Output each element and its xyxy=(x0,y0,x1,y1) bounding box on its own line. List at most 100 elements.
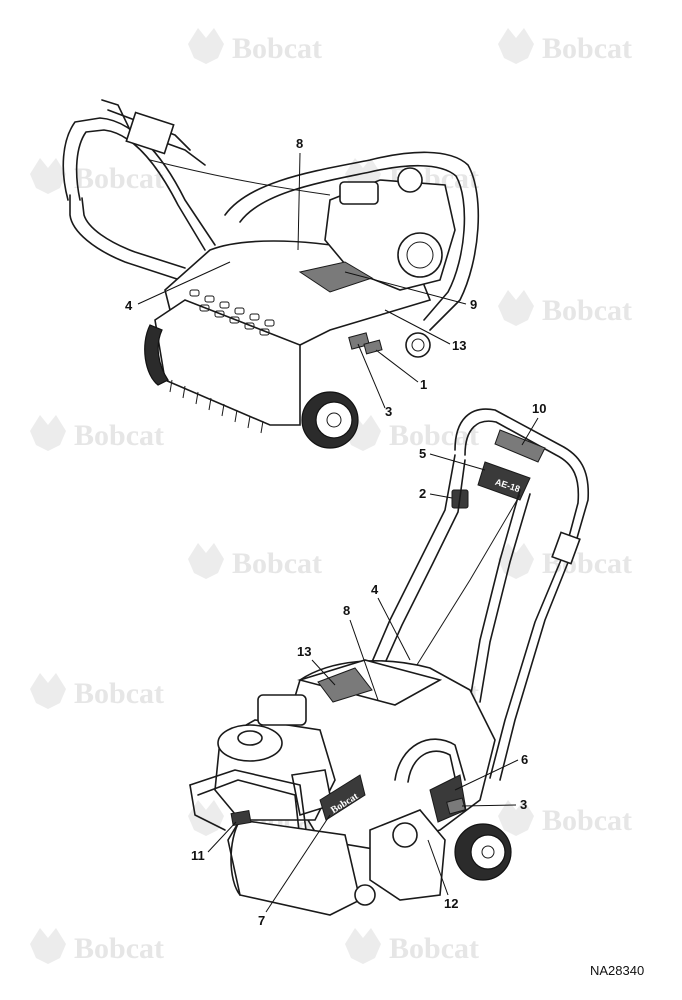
watermark-7: Bobcat xyxy=(345,415,479,452)
bottom-handle-top xyxy=(454,408,590,546)
bobcat-logo-icon xyxy=(188,543,224,579)
callout-10-bottom: 10 xyxy=(521,401,546,446)
top-throttle-cable xyxy=(149,159,331,196)
bobcat-logo-icon xyxy=(30,158,66,194)
svg-text:6: 6 xyxy=(521,752,528,767)
bottom-handle-tube-right-2 xyxy=(489,547,567,779)
top-air-filter xyxy=(339,181,379,205)
bottom-top-deck xyxy=(297,659,443,706)
svg-text:9: 9 xyxy=(470,297,477,312)
top-right-hub xyxy=(405,332,431,358)
callout-5-bottom: 5 xyxy=(419,446,486,471)
watermark-text: Bobcat xyxy=(232,32,322,65)
watermark-text: Bobcat xyxy=(389,932,479,965)
bottom-air-cleaner xyxy=(257,694,307,726)
bottom-decal-3 xyxy=(446,797,466,815)
callout-3-bottom: 3 xyxy=(461,797,527,812)
bobcat-logo-icon xyxy=(498,800,534,836)
bottom-handle-plate xyxy=(477,461,531,501)
top-drum xyxy=(144,324,169,386)
watermark-layer: Bobcat Bobcat Bobcat Bobcat Bobcat Bobca… xyxy=(30,28,632,965)
top-handle-bar-inner xyxy=(75,129,206,251)
bottom-housing-arch xyxy=(394,738,466,781)
bottom-decal-11 xyxy=(230,809,252,827)
bobcat-logo-icon xyxy=(30,673,66,709)
bottom-handle-top-inner xyxy=(464,420,580,549)
watermark-text: Bobcat xyxy=(74,677,164,710)
top-control-lever-2 xyxy=(107,109,191,151)
callout-3-top: 3 xyxy=(357,343,392,419)
top-engine-fuel-cap xyxy=(397,167,423,193)
callout-9-top: 9 xyxy=(344,271,477,312)
bottom-handle-bracket xyxy=(551,531,581,565)
bobcat-logo-icon xyxy=(498,543,534,579)
svg-text:3: 3 xyxy=(520,797,527,812)
svg-text:3: 3 xyxy=(385,404,392,419)
top-handle-lower xyxy=(69,194,181,281)
svg-text:11: 11 xyxy=(191,848,205,863)
watermark-text: Bobcat xyxy=(389,419,479,452)
bottom-housing-arch-2 xyxy=(407,750,457,783)
bottom-front-bumper-2 xyxy=(197,779,303,859)
svg-text:4: 4 xyxy=(371,582,379,597)
top-decal-9 xyxy=(298,261,374,293)
bottom-housing-logo xyxy=(319,774,366,821)
watermark-5: Bobcat xyxy=(498,290,632,327)
svg-text:1: 1 xyxy=(420,377,427,392)
svg-text:5: 5 xyxy=(419,446,426,461)
bobcat-logo-icon xyxy=(345,928,381,964)
watermark-14: Bobcat xyxy=(30,928,164,965)
watermark-13: Bobcat xyxy=(498,800,632,837)
top-wheel xyxy=(301,391,359,449)
bobcat-logo-icon xyxy=(188,28,224,64)
bottom-handle-tube-right xyxy=(499,544,576,781)
bottom-handle-mid xyxy=(469,489,521,701)
svg-text:10: 10 xyxy=(532,401,546,416)
bottom-handle-mid-2 xyxy=(479,493,531,703)
svg-text:8: 8 xyxy=(296,136,303,151)
bottom-handle-tube-left-2 xyxy=(371,459,466,693)
bottom-front-bumper-3 xyxy=(189,784,226,831)
watermark-2: Bobcat xyxy=(498,28,632,65)
callout-2-bottom: 2 xyxy=(419,486,453,501)
bobcat-logo-icon xyxy=(188,800,224,836)
svg-text:2: 2 xyxy=(419,486,426,501)
callout-13-bottom: 13 xyxy=(297,644,336,686)
watermark-1: Bobcat xyxy=(188,28,322,65)
top-handle-bar xyxy=(62,117,216,246)
top-decal-1 xyxy=(363,339,383,355)
bottom-view-machine: AE-18 Bobcat xyxy=(189,408,590,916)
watermark-3: Bobcat xyxy=(30,158,164,195)
callout-6-bottom: 6 xyxy=(454,752,528,791)
callout-4-bottom: 4 xyxy=(371,582,411,661)
watermark-6: Bobcat xyxy=(30,415,164,452)
watermark-text: Bobcat xyxy=(74,162,164,195)
svg-text:13: 13 xyxy=(297,644,311,659)
bobcat-logo-icon xyxy=(498,28,534,64)
watermark-text: Bobcat xyxy=(74,419,164,452)
top-engine-recoil xyxy=(397,232,443,278)
watermark-text: Bobcat xyxy=(232,547,322,580)
bottom-fuel-cap xyxy=(237,730,263,746)
watermark-text: Bobcat xyxy=(542,32,632,65)
callout-8-bottom: 8 xyxy=(343,603,379,701)
bobcat-logo-icon xyxy=(30,415,66,451)
bottom-wheel xyxy=(454,823,512,881)
watermark-15: Bobcat xyxy=(345,928,479,965)
top-engine-recoil-inner xyxy=(406,241,434,269)
callout-4-top: 4 xyxy=(125,261,231,313)
bottom-tine-drum xyxy=(227,819,361,916)
top-vent-holes xyxy=(189,289,275,336)
top-lever-box xyxy=(125,111,175,155)
bottom-side-plate xyxy=(369,809,446,901)
top-tines xyxy=(169,379,264,434)
top-view-machine xyxy=(62,99,480,449)
bottom-callouts: 10 5 2 4 8 13 6 3 xyxy=(191,401,546,928)
bottom-side-knob xyxy=(392,822,418,848)
bobcat-logo-icon xyxy=(498,290,534,326)
top-handle-lower-2 xyxy=(81,197,186,269)
callout-13-top: 13 xyxy=(384,309,466,353)
top-outer-frame-inner xyxy=(239,164,466,321)
callout-8-top: 8 xyxy=(296,136,303,251)
